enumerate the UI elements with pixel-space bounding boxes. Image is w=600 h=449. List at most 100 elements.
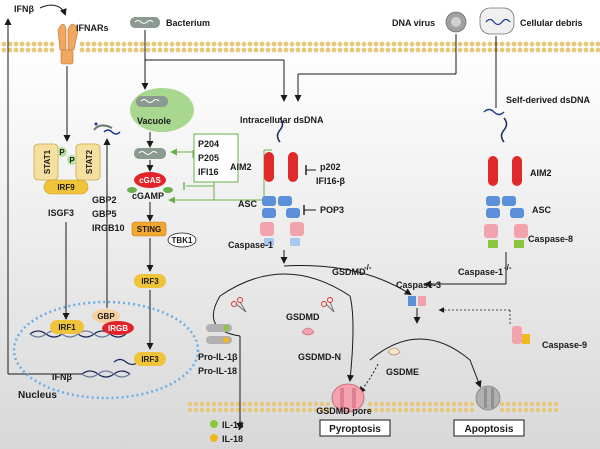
membrane-lipid xyxy=(283,401,289,407)
membrane-lipid xyxy=(307,47,313,53)
membrane-lipid xyxy=(547,401,553,407)
caspase-8-label: Caspase-8 xyxy=(528,234,573,244)
gbp5-label: GBP5 xyxy=(92,209,117,219)
membrane-lipid xyxy=(181,47,187,53)
membrane-lipid xyxy=(109,47,115,53)
membrane-lipid xyxy=(445,41,451,47)
membrane-lipid xyxy=(397,407,403,413)
membrane-lipid xyxy=(469,401,475,407)
membrane-lipid xyxy=(193,401,199,407)
membrane-lipid xyxy=(535,401,541,407)
aim2-right-protein-1 xyxy=(488,156,498,186)
membrane-lipid xyxy=(325,401,331,407)
membrane-lipid xyxy=(553,407,559,413)
membrane-lipid xyxy=(85,47,91,53)
membrane-lipid xyxy=(529,401,535,407)
caspase-1-to-caspase-3-arrow xyxy=(283,265,412,296)
membrane-lipid xyxy=(397,41,403,47)
gsdmd-label: GSDMD xyxy=(286,312,320,322)
membrane-lipid xyxy=(421,401,427,407)
caspase-1-label: Caspase-1 xyxy=(228,240,273,250)
membrane-lipid xyxy=(235,47,241,53)
membrane-lipid xyxy=(265,407,271,413)
asc-label: ASC xyxy=(238,199,258,209)
membrane-lipid xyxy=(589,47,595,53)
il1b-label: IL-1β xyxy=(222,420,244,430)
membrane-lipid xyxy=(271,41,277,47)
membrane-lipid xyxy=(379,47,385,53)
bacterium-icon xyxy=(130,17,160,28)
membrane-lipid xyxy=(343,47,349,53)
membrane-lipid xyxy=(223,41,229,47)
membrane-lipid xyxy=(223,401,229,407)
membrane-lipid xyxy=(7,41,13,47)
membrane-lipid xyxy=(589,41,595,47)
apoptosis-box xyxy=(453,419,525,437)
membrane-lipid xyxy=(511,401,517,407)
membrane-lipid xyxy=(505,401,511,407)
membrane-lipid xyxy=(271,401,277,407)
membrane-lipid xyxy=(517,407,523,413)
membrane-lipid xyxy=(361,41,367,47)
membrane-lipid xyxy=(223,47,229,53)
membrane-lipid xyxy=(385,407,391,413)
membrane-lipid xyxy=(199,401,205,407)
membrane-lipid xyxy=(277,401,283,407)
membrane-lipid xyxy=(325,41,331,47)
aim2-label: AIM2 xyxy=(230,162,252,172)
membrane-lipid xyxy=(523,401,529,407)
membrane-lipid xyxy=(187,407,193,413)
membrane-lipid xyxy=(259,47,265,53)
membrane-lipid xyxy=(439,41,445,47)
membrane-lipid xyxy=(253,401,259,407)
cgas-label: cGAS xyxy=(139,176,161,185)
membrane-lipid xyxy=(91,47,97,53)
membrane-lipid xyxy=(373,41,379,47)
membrane-lipid xyxy=(559,41,565,47)
membrane-lipid xyxy=(253,41,259,47)
membrane-lipid xyxy=(451,47,457,53)
membrane-lipid xyxy=(43,47,49,53)
scissors-icon-right xyxy=(321,297,335,313)
membrane-lipid xyxy=(307,41,313,47)
membrane-lipid xyxy=(529,47,535,53)
pop3-label: POP3 xyxy=(320,205,344,215)
nucleus-envelope xyxy=(12,300,200,400)
membrane-lipid xyxy=(553,401,559,407)
gsdme-to-pore-arrow xyxy=(358,363,379,394)
membrane-lipid xyxy=(247,47,253,53)
ifnar-receptor xyxy=(57,23,79,65)
membrane-lipid xyxy=(373,407,379,413)
membrane-lipid xyxy=(205,401,211,407)
irf9-label: IRF9 xyxy=(57,183,75,192)
membrane-lipid xyxy=(427,47,433,53)
membrane-lipid xyxy=(451,41,457,47)
ifnb-top-label: IFNβ xyxy=(14,4,34,14)
membrane-lipid xyxy=(25,41,31,47)
membrane-lipid xyxy=(433,407,439,413)
gsdmd-pore-icon xyxy=(331,383,365,413)
membrane-lipid xyxy=(463,401,469,407)
casp1-ko-sup: -/- xyxy=(504,263,512,272)
membrane-lipid xyxy=(277,41,283,47)
membrane-lipid xyxy=(115,41,121,47)
membrane-lipid xyxy=(367,407,373,413)
membrane-lipid xyxy=(271,407,277,413)
membrane-lipid xyxy=(247,407,253,413)
irgb-protein xyxy=(102,321,134,335)
membrane-lipid xyxy=(535,47,541,53)
pro-il1b-label: Pro-IL-1β xyxy=(198,352,238,362)
membrane-lipid xyxy=(469,407,475,413)
cytoplasm-background xyxy=(0,46,600,449)
membrane-lipid xyxy=(577,47,583,53)
phospho-label-2: P xyxy=(69,156,75,165)
membrane-lipid xyxy=(109,41,115,47)
membrane-lipid xyxy=(97,41,103,47)
ifnb-to-receptor-arrow xyxy=(39,4,67,16)
membrane-lipid xyxy=(289,47,295,53)
membrane-lipid xyxy=(439,401,445,407)
membrane-lipid xyxy=(199,41,205,47)
membrane-lipid xyxy=(331,47,337,53)
membrane-lipid xyxy=(13,47,19,53)
membrane-lipid xyxy=(1,41,7,47)
